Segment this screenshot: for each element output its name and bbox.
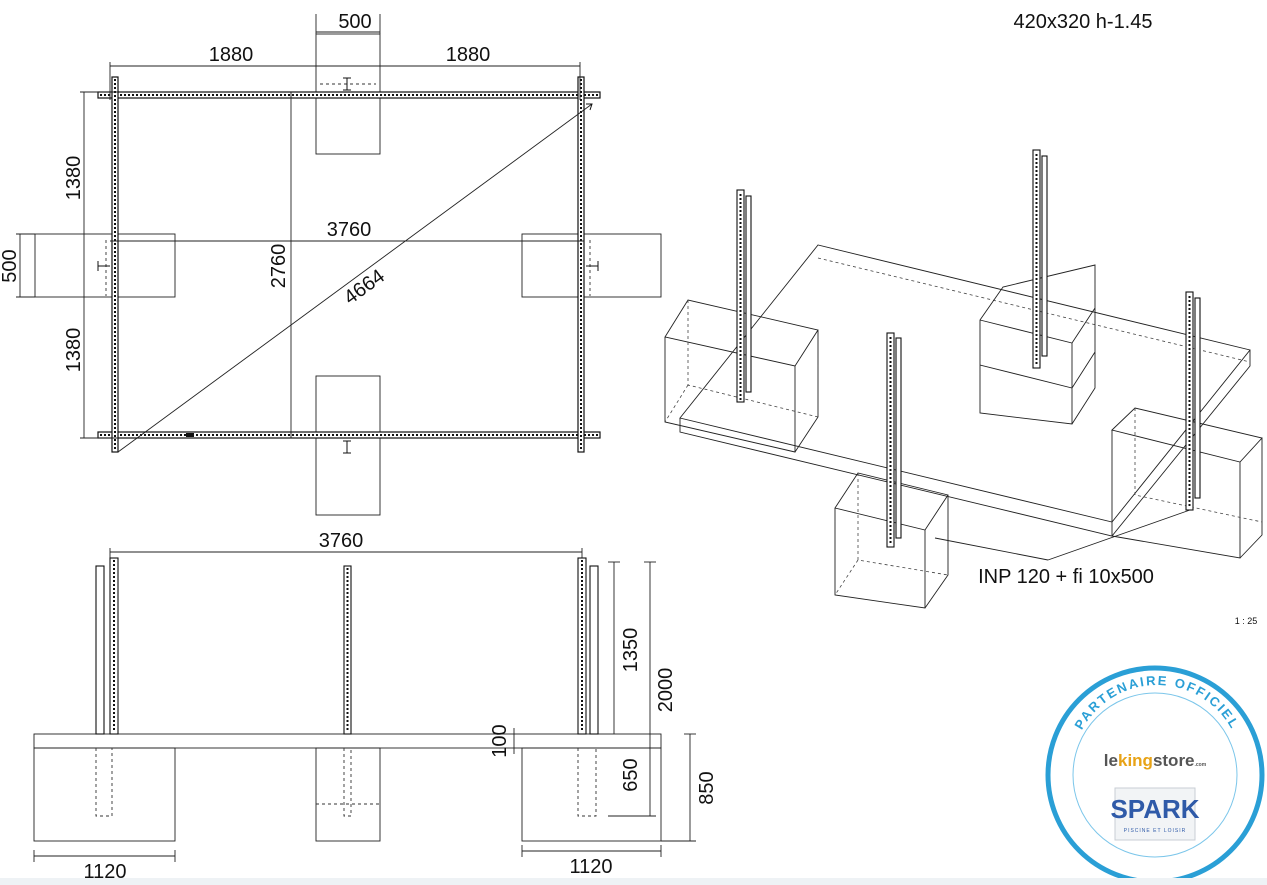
brand-subtitle: PISCINE ET LOISIR [1124, 828, 1186, 834]
elevation-footing-center [315, 747, 381, 842]
profile-label: INP 120 + fi 10x500 [978, 566, 1154, 588]
elevation-post-right-outer [589, 565, 599, 735]
badge-ring [1045, 665, 1265, 885]
dim-post-total: 2000 [655, 668, 677, 713]
dim-slab-thickness: 100 [489, 724, 511, 757]
bottom-strip [0, 878, 1267, 885]
drawing-title: 420x320 h-1.45 [1013, 11, 1152, 33]
iso-slab-top [679, 244, 1251, 523]
dim-footing-left-width: 1120 [83, 861, 126, 883]
elevation-footing-left [33, 747, 176, 842]
plan-view: 1880 1880 500 3760 1380 1380 500 2760 46… [0, 11, 662, 516]
i-profile-icon [586, 261, 599, 271]
isometric-view: 420x320 h-1.45 INP 120 + fi 10x500 1 [664, 11, 1263, 626]
brand-name: SPARK [1110, 794, 1199, 824]
i-profile-icon [343, 440, 351, 454]
plan-footing-left [34, 233, 176, 298]
partner-badge: PARTENAIRE OFFICIEL lekingstore.com SPAR… [1045, 665, 1265, 885]
dim-post-above-slab: 1350 [620, 628, 642, 673]
i-profile-icon [97, 261, 110, 271]
plan-footing-right [521, 233, 662, 298]
dim-half-depth-top: 1380 [63, 156, 85, 201]
dim-center-span: 3760 [327, 219, 372, 241]
dim-half-width-left: 1880 [209, 44, 254, 66]
plan-footing-bottom [315, 375, 381, 516]
dim-embed-depth: 650 [620, 758, 642, 791]
dim-footing-right-width: 1120 [569, 856, 612, 878]
elevation-slab [33, 733, 662, 749]
scale-label: 1 : 25 [1235, 616, 1258, 626]
dim-elevation-span: 3760 [319, 530, 364, 552]
i-profile-icon [343, 77, 351, 91]
spark-logo [1114, 787, 1196, 841]
elevation-footing-right [521, 747, 662, 842]
elevation-view: 3760 1350 2000 100 [33, 530, 718, 883]
dim-top-footing-width: 500 [338, 11, 371, 33]
dim-diagonal: 4664 [340, 265, 389, 309]
iso-footing-back [979, 264, 1096, 425]
iso-footing-right [1111, 407, 1263, 559]
iso-post-front [886, 332, 895, 548]
dim-half-width-right: 1880 [446, 44, 491, 66]
dim-side-footing-width: 500 [0, 249, 21, 282]
iso-footing-front [834, 472, 949, 609]
dim-depth: 2760 [268, 244, 290, 289]
dim-half-depth-bottom: 1380 [63, 328, 85, 373]
elevation-post-left-outer [95, 565, 105, 735]
dim-footing-height: 850 [696, 771, 718, 804]
store-logo: lekingstore.com [1104, 751, 1207, 770]
